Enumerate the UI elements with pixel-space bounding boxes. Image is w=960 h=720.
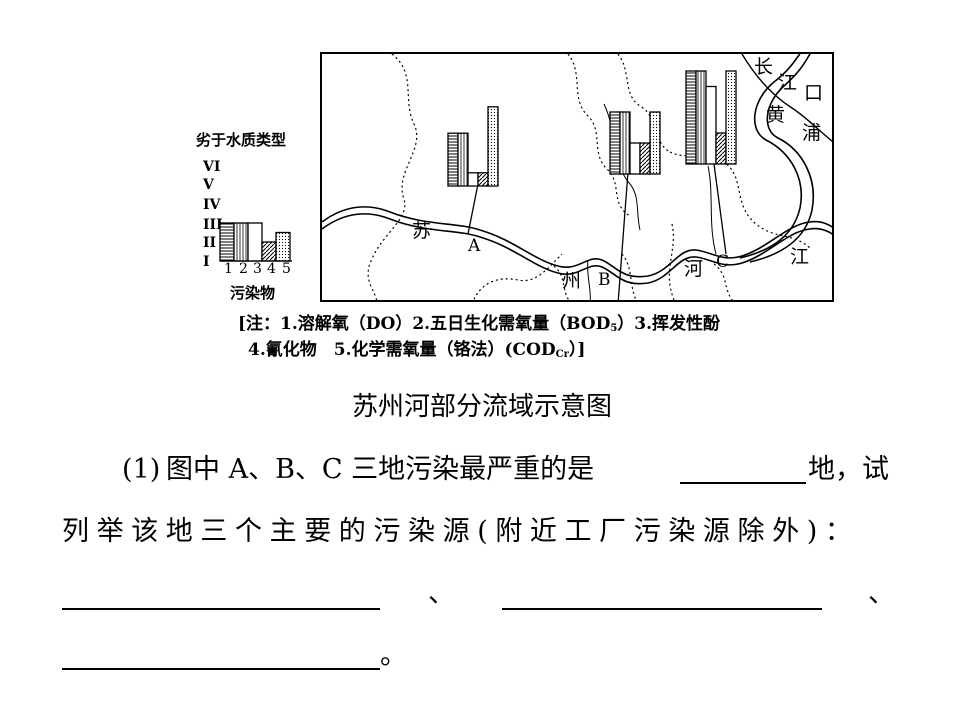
question-number: (1): [122, 454, 161, 485]
boundary-line: [553, 265, 570, 300]
site-b-bar-1: [609, 111, 621, 175]
coastline: [741, 54, 832, 142]
answer-blank-source-1[interactable]: [62, 584, 380, 610]
legend-yaxis-labels: VI V IV III II I: [203, 160, 223, 270]
answer-blank-site[interactable]: [680, 458, 806, 484]
note-sub: Cr: [555, 349, 569, 360]
site-c-bar-5: [725, 70, 737, 165]
site-a-bar-3: [467, 172, 479, 187]
site-a-bar-2: [457, 132, 469, 187]
boundary-line: [367, 54, 418, 300]
site-c-bar-1: [685, 70, 697, 165]
map-label-zhou: 州: [562, 270, 582, 292]
site-c-bar-3: [705, 85, 717, 165]
site-b-bar-2: [619, 111, 631, 175]
note-text: 4.氰化物 5.化学需氧量（铬法）(COD: [248, 340, 556, 360]
map-frame: 苏 A 州 B 河 C 江 长 江 口 黄 浦: [320, 52, 834, 302]
map-label-kou: 口: [804, 82, 824, 104]
xtick-label: 1: [224, 261, 233, 277]
note-text: ）3.挥发性酚: [617, 314, 721, 334]
site-a-bar-1: [447, 132, 459, 187]
ytick-label: I: [203, 254, 210, 270]
boundary-line: [621, 253, 637, 300]
legend-bar-1: [219, 222, 235, 262]
river-bank: [749, 54, 814, 263]
site-c-bar-2: [695, 70, 707, 165]
answer-blank-source-2[interactable]: [502, 584, 822, 610]
note-line-1: [注：1.溶解氧（DO）2.五日生化需氧量（BOD5）3.挥发性酚: [238, 316, 720, 334]
separator: 、: [868, 578, 895, 609]
site-c-bar-4: [715, 132, 727, 165]
river-bank: [739, 54, 802, 259]
boundary-line: [668, 223, 675, 300]
bar-group-a: [447, 106, 499, 187]
ytick-label: V: [203, 177, 214, 193]
stream-line: [587, 259, 591, 300]
note-sub: 5: [610, 323, 618, 334]
ytick-label: II: [203, 235, 217, 251]
xtick-label: 3: [253, 261, 262, 277]
boundary-line: [567, 54, 631, 217]
ytick-label: VI: [203, 159, 221, 175]
note-line-2: 4.氰化物 5.化学需氧量（铬法）(CODCr）]: [248, 342, 585, 360]
note-text: ）]: [568, 340, 586, 360]
legend-bar-4: [261, 241, 277, 262]
map-label-b: B: [598, 270, 611, 290]
map-label-a: A: [468, 236, 481, 256]
river-bank: [322, 206, 832, 278]
boundary-line: [669, 151, 811, 249]
legend-bar-3: [247, 222, 263, 262]
map-label-jiang: 江: [790, 246, 810, 268]
map-label-he: 河: [684, 258, 704, 280]
stream-line: [707, 165, 717, 255]
legend-title: 劣于水质类型: [196, 131, 287, 149]
map-label-su: 苏: [412, 220, 432, 242]
river-bank: [322, 213, 832, 285]
pointer-line: [713, 163, 727, 255]
map-label-pu: 浦: [802, 122, 822, 144]
pointer-line: [617, 171, 629, 300]
xtick-label: 5: [282, 261, 291, 277]
legend-xaxis-labels: 1 2 3 4 5: [222, 262, 302, 278]
note-text: [注：1.溶解氧（DO）2.五日生化需氧量（BOD: [238, 314, 611, 334]
question-line-2: 列举该地三个主要的污染源(附近工厂污染源除外)：: [62, 516, 860, 547]
map-label-huang: 黄: [766, 104, 786, 126]
ytick-label: III: [203, 217, 223, 233]
figure-caption: 苏州河部分流域示意图: [352, 392, 613, 422]
separator: 、: [428, 578, 455, 609]
site-a-bar-5: [487, 106, 499, 187]
site-a-bar-4: [477, 172, 489, 187]
map-label-jiang2: 江: [778, 72, 798, 94]
legend-bar-2: [233, 222, 249, 262]
question-text: 图中 A、B、C 三地污染最严重的是: [166, 454, 595, 485]
legend-chart: [219, 222, 292, 262]
xtick-label: 4: [267, 261, 276, 277]
period: 。: [380, 640, 407, 671]
bar-group-b: [609, 111, 661, 175]
map-label-chang: 长: [754, 56, 774, 78]
map-drawing: [322, 54, 832, 300]
site-b-bar-4: [639, 142, 651, 175]
legend-xlabel: 污染物: [230, 284, 276, 302]
site-b-bar-5: [649, 111, 661, 175]
question-text: 地，试: [808, 454, 889, 485]
site-b-bar-3: [629, 142, 641, 175]
ytick-label: IV: [203, 197, 221, 213]
answer-blank-source-3[interactable]: [62, 644, 380, 670]
bar-group-c: [685, 70, 737, 165]
boundary-line: [473, 253, 563, 300]
pointer-line: [467, 183, 479, 235]
legend-bar-5: [275, 231, 291, 262]
map-label-c: C: [716, 252, 730, 272]
xtick-label: 2: [239, 261, 248, 277]
